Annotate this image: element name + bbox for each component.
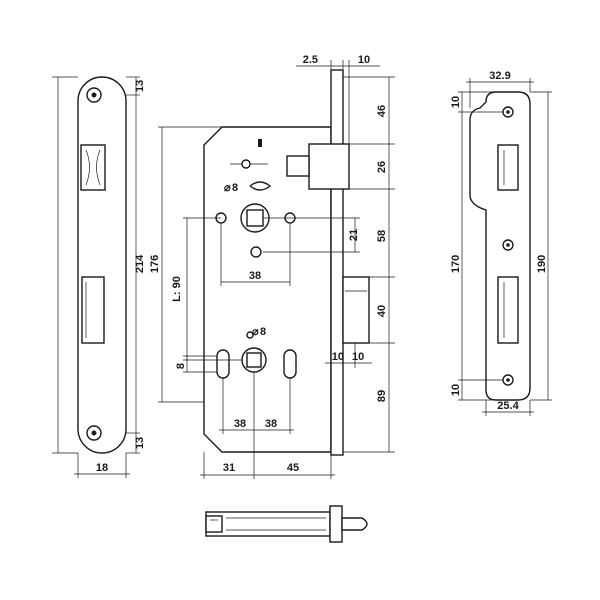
lock-faceplate-side — [330, 69, 344, 456]
faceplate-bolt-opening — [81, 276, 105, 344]
dim-faceplate-screw-bottom: 13 — [134, 437, 146, 449]
dim-strike-width-top: 32.9 — [489, 70, 510, 82]
faceplate-outline — [77, 76, 127, 454]
faceplate-screw-top-center — [91, 92, 97, 98]
dim-strike-offset-top: 10 — [450, 96, 462, 108]
strike-plate-outline — [469, 91, 531, 401]
faceplate-latch-opening — [80, 144, 106, 191]
dim-spindle-upper: 8 — [232, 182, 238, 194]
dim-spacing-left: 38 — [234, 418, 246, 430]
dim-bolt-height: 40 — [376, 305, 388, 317]
dim-faceplate-thickness: 2.5 — [303, 54, 318, 66]
dim-body-height: 176 — [149, 255, 161, 273]
bottom-view-latch — [341, 517, 368, 531]
lock-bottom-view — [205, 505, 368, 543]
faceplate-screw-bottom-center — [91, 430, 97, 436]
dim-spindle-spacing-upper: 38 — [249, 270, 261, 282]
dim-latch-to-spindle: 58 — [376, 230, 388, 242]
faceplate-left-dimensions: 13 214 13 18 — [52, 76, 146, 478]
dim-bolt-projection: 10 — [358, 54, 370, 66]
spindle-square-lower — [246, 352, 262, 368]
spindle-square-upper — [246, 209, 264, 227]
dim-spindle-lower: 8 — [260, 326, 266, 338]
dim-strike-height: 190 — [536, 255, 548, 273]
strike-bolt-opening — [497, 276, 519, 344]
follower-cam — [249, 181, 272, 191]
small-pivot — [241, 159, 251, 169]
bottom-view-end — [205, 515, 223, 533]
dim-faceplate-height: 214 — [134, 254, 146, 273]
dim-cylinder-hole: 21 — [348, 229, 360, 241]
faceplate-left — [77, 76, 127, 454]
lock-body-dimensions: 2.5 10 46 26 58 40 89 21 38 10 10 — [149, 54, 395, 479]
hole-upper-center — [250, 246, 262, 258]
dim-spacing-right: 38 — [265, 418, 277, 430]
dim-faceplate-width: 18 — [96, 462, 108, 474]
dim-top-to-latch: 46 — [376, 105, 388, 117]
dim-backset-right: 45 — [287, 462, 299, 474]
dim-strike-offset-bottom: 10 — [450, 384, 462, 396]
dim-handle-distance: L: 90 — [171, 276, 183, 302]
latch-indicator — [258, 139, 262, 147]
dim-faceplate-screw-top: 13 — [134, 80, 146, 92]
strike-latch-opening — [497, 144, 519, 191]
strike-plate — [469, 91, 531, 401]
latch-tail — [286, 155, 310, 177]
dim-backset-left: 31 — [223, 462, 235, 474]
hole-lower-small — [246, 331, 254, 339]
bottom-view-faceplate — [329, 505, 343, 543]
dia-label-upper: ⌀ — [224, 182, 231, 194]
deadbolt — [342, 276, 370, 344]
faceplate-latch-curve — [85, 149, 101, 186]
dim-slot-width: 8 — [175, 363, 187, 369]
strike-plate-dimensions: 32.9 10 170 10 190 25.4 — [450, 70, 552, 416]
slot-lower-left — [216, 349, 230, 379]
dim-bolt-gap-b: 10 — [352, 351, 364, 363]
slot-lower-right — [283, 349, 297, 379]
dim-bolt-gap-a: 10 — [332, 351, 344, 363]
dim-bottom-to-bolt: 89 — [376, 390, 388, 402]
dim-latch-height: 26 — [376, 161, 388, 173]
lock-body: ⌀ 8 ⌀ 8 — [203, 69, 370, 456]
dim-dia-lower: ⌀ — [252, 326, 259, 338]
bottom-view-body — [205, 511, 331, 537]
dim-strike-width-bottom: 25.4 — [497, 400, 519, 412]
latch-housing — [308, 143, 350, 190]
dim-strike-hole-spacing: 170 — [450, 255, 462, 273]
